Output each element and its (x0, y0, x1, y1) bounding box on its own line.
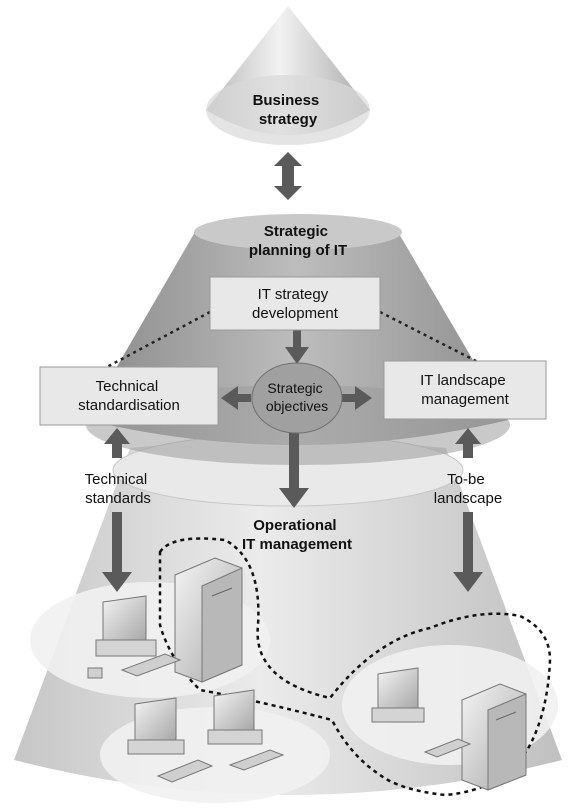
it-landscape-label: IT landscape management (420, 372, 510, 408)
technical-standards-line1: Technical (85, 471, 148, 488)
technical-standardisation-label: Technical standardisation (78, 378, 180, 414)
to-be-landscape-line1: To-be (447, 471, 485, 488)
technical-standardisation-box (39, 366, 219, 426)
business-strategy-line2: strategy (259, 111, 318, 128)
arrow-down-objectives (285, 330, 309, 364)
arrow-left (221, 386, 251, 410)
strategic-planning-line1: Strategic (264, 223, 328, 240)
to-be-landscape-line2: landscape (434, 490, 502, 507)
it-strategy-line1: IT strategy (258, 286, 329, 303)
strategic-objectives-line1: Strategic (267, 380, 322, 396)
double-arrow (274, 152, 302, 200)
it-landscape-box (383, 360, 547, 420)
technical-standardisation-line1: Technical (96, 378, 159, 395)
arrow-up-to-be (455, 428, 481, 458)
arrows (102, 152, 483, 592)
operational-it-label: Operational IT management (242, 517, 352, 553)
it-landscape-line2: management (421, 391, 509, 408)
technical-standardisation-line2: standardisation (78, 397, 180, 414)
it-strategy-box (209, 276, 381, 331)
dotted-line-right (379, 310, 479, 364)
strategic-objectives-label: Strategic objectives (266, 380, 328, 414)
strategic-objectives-line2: objectives (266, 398, 328, 414)
operational-it-line2: IT management (242, 536, 352, 553)
server-icon (461, 683, 527, 791)
arrow-up-technical-standards (104, 428, 130, 458)
arrow-down-to-be (453, 512, 483, 592)
it-strategy-label: IT strategy development (252, 286, 339, 322)
business-strategy-label: Business strategy (253, 92, 324, 128)
operational-it-line1: Operational (253, 517, 336, 534)
it-landscape-line1: IT landscape (420, 372, 506, 389)
workstation-icon (371, 667, 472, 758)
to-be-landscape-label: To-be landscape (434, 471, 502, 507)
workstation-icon (87, 595, 182, 679)
dotted-line-left (104, 310, 211, 370)
workstation-icon (207, 689, 285, 771)
strategic-planning-line2: planning of IT (249, 242, 347, 259)
dotted-boundary (158, 537, 552, 797)
server-icon (174, 557, 243, 683)
technical-standards-label: Technical standards (85, 471, 152, 507)
technical-standards-line2: standards (85, 490, 151, 507)
arrow-down-technical-standards (102, 512, 132, 592)
workstation-icon (127, 697, 214, 783)
arrow-right (342, 386, 372, 410)
it-strategy-line2: development (252, 305, 339, 322)
business-cone (206, 6, 370, 145)
business-strategy-line1: Business (253, 92, 320, 109)
strategic-objectives-ellipse (251, 362, 343, 434)
strategic-planning-label: Strategic planning of IT (249, 223, 347, 259)
arrow-down-operational (279, 420, 309, 508)
